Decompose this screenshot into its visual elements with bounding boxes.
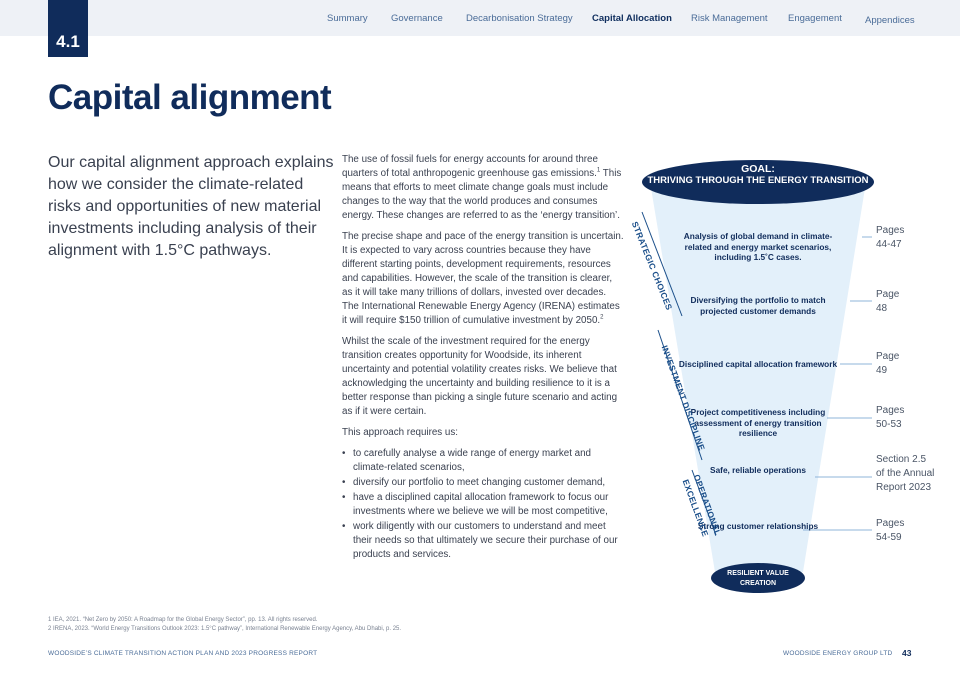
paragraph-1: The use of fossil fuels for energy accou… bbox=[342, 154, 622, 221]
strategic-choices-line bbox=[641, 211, 683, 317]
list-item: to carefully analyse a wide range of ene… bbox=[342, 447, 624, 475]
stage-project-competitiveness: Project competitiveness including assess… bbox=[690, 407, 826, 438]
funnel-shape bbox=[650, 182, 866, 572]
footnote-ref-2[interactable]: 2 bbox=[600, 314, 604, 321]
section-number-tab: 4.1 bbox=[48, 0, 88, 57]
goal-label: GOAL: THRIVING THROUGH THE ENERGY TRANSI… bbox=[647, 163, 869, 187]
capital-alignment-funnel-diagram: GOAL: THRIVING THROUGH THE ENERGY TRANSI… bbox=[620, 140, 940, 610]
paragraph-2: The precise shape and pace of the energy… bbox=[342, 231, 624, 326]
nav-risk-management[interactable]: Risk Management bbox=[691, 13, 768, 24]
page-number: 43 bbox=[902, 648, 912, 658]
footnote-ref-1[interactable]: 1 bbox=[596, 167, 601, 174]
goal-ellipse bbox=[642, 160, 874, 204]
nav-governance[interactable]: Governance bbox=[391, 13, 443, 24]
list-item: diversify our portfolio to meet changing… bbox=[342, 476, 624, 490]
nav-appendices[interactable]: Appendices bbox=[865, 15, 915, 26]
stage-capital-allocation-framework: Disciplined capital allocation framework bbox=[678, 359, 838, 369]
footnote-1: 1 IEA, 2021. “Net Zero by 2050: A Roadma… bbox=[48, 617, 318, 623]
list-item: have a disciplined capital allocation fr… bbox=[342, 491, 624, 519]
stage-diversifying-portfolio: Diversifying the portfolio to match proj… bbox=[690, 295, 826, 316]
stage-customer-relationships: Strong customer relationships bbox=[697, 521, 819, 531]
top-navigation-bar bbox=[0, 0, 960, 36]
intro-text: Our capital alignment approach explains … bbox=[48, 154, 334, 259]
stage-safe-operations: Safe, reliable operations bbox=[710, 465, 806, 475]
paragraph-3: Whilst the scale of the investment requi… bbox=[342, 336, 618, 417]
resilient-value-label: RESILIENT VALUE CREATION bbox=[727, 570, 789, 587]
footnotes: 1 IEA, 2021. “Net Zero by 2050: A Roadma… bbox=[48, 616, 401, 634]
paragraph-4: This approach requires us: bbox=[342, 427, 458, 438]
approach-list: to carefully analyse a wide range of ene… bbox=[342, 447, 624, 562]
footer-company: WOODSIDE ENERGY GROUP LTD bbox=[783, 650, 893, 657]
stage-global-demand-analysis: Analysis of global demand in climate-rel… bbox=[683, 231, 833, 262]
investment-discipline-line bbox=[657, 329, 703, 461]
operational-excellence-line bbox=[691, 469, 717, 536]
nav-summary[interactable]: Summary bbox=[327, 13, 368, 24]
nav-decarbonisation-strategy[interactable]: Decarbonisation Strategy bbox=[466, 13, 573, 24]
nav-capital-allocation[interactable]: Capital Allocation bbox=[592, 13, 672, 24]
page-title: Capital alignment bbox=[48, 78, 332, 117]
funnel-graphic bbox=[641, 160, 874, 593]
footer-report-title: WOODSIDE’S CLIMATE TRANSITION ACTION PLA… bbox=[48, 650, 318, 657]
body-text: The use of fossil fuels for energy accou… bbox=[342, 153, 624, 563]
nav-engagement[interactable]: Engagement bbox=[788, 13, 842, 24]
resilient-value-ellipse bbox=[711, 563, 805, 593]
footnote-2: 2 IRENA, 2023. “World Energy Transitions… bbox=[48, 626, 402, 632]
list-item: work diligently with our customers to un… bbox=[342, 520, 624, 562]
